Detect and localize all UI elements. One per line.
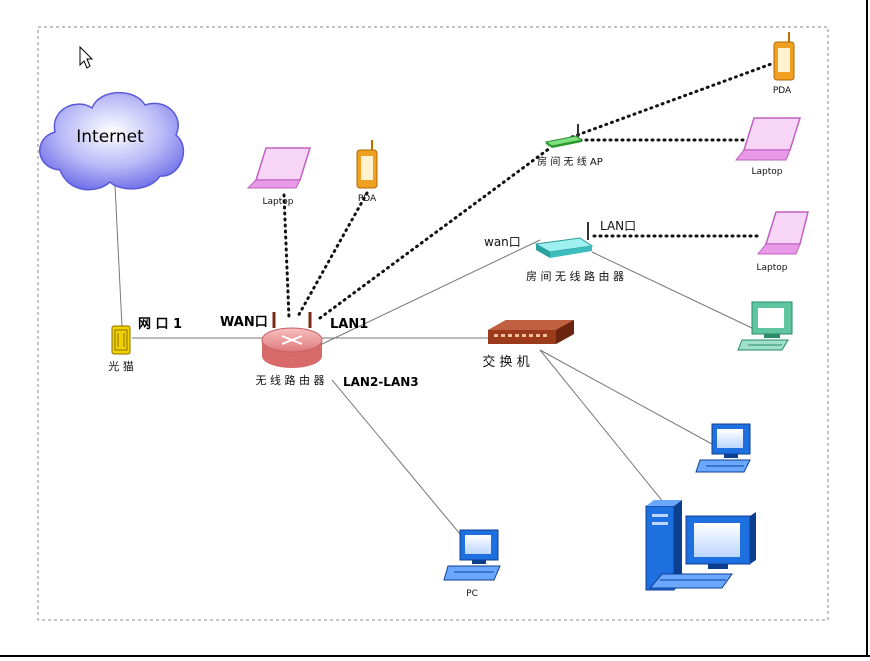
wifi-link-pda-mid bbox=[295, 191, 369, 320]
laptop-icon bbox=[756, 211, 809, 255]
router-room-router-link bbox=[319, 239, 541, 346]
router-pc-link bbox=[331, 379, 471, 547]
switch-pc-link-2 bbox=[539, 349, 669, 509]
router-lan23-label: LAN2-LAN3 bbox=[343, 375, 419, 389]
internet-cloud-icon bbox=[39, 91, 185, 191]
router-wan-label: WAN口 bbox=[220, 315, 268, 330]
router-lan1-label: LAN1 bbox=[330, 317, 368, 332]
room-router-icon bbox=[534, 222, 594, 258]
computer-icon bbox=[443, 529, 501, 581]
connections bbox=[114, 184, 753, 547]
modem-label: 光 猫 bbox=[108, 359, 134, 373]
router-label: 无 线 路 由 器 bbox=[256, 373, 325, 387]
computer-icon bbox=[695, 423, 751, 473]
laptop-label-ap: Laptop bbox=[752, 167, 783, 177]
internet-modem-link bbox=[114, 184, 123, 328]
pda-label-mid: PDA bbox=[358, 194, 377, 204]
internet-label: Internet bbox=[76, 127, 144, 147]
room-router-lan-label: LAN口 bbox=[600, 219, 636, 233]
room-router-label: 房 间 无 线 路 由 器 bbox=[526, 269, 624, 283]
wifi-link-ap-pda bbox=[570, 58, 784, 139]
wireless-router-icon bbox=[261, 312, 323, 368]
computer-icon bbox=[737, 301, 793, 351]
room-router-pc-link bbox=[591, 251, 753, 329]
wifi-link-ap bbox=[318, 146, 552, 320]
diagram-frame bbox=[37, 26, 829, 621]
laptop-icon bbox=[246, 147, 312, 189]
wifi-link-laptop-left bbox=[282, 193, 291, 320]
ap-label: 房 间 无 线 AP bbox=[537, 155, 603, 168]
port1-label: 网 口 1 bbox=[138, 317, 182, 332]
laptop-label-left: Laptop bbox=[263, 197, 294, 207]
window-bottom-border bbox=[0, 655, 870, 657]
wireless-links bbox=[282, 58, 784, 320]
pda-label-top: PDA bbox=[773, 86, 792, 96]
pc-label: PC bbox=[466, 589, 478, 599]
switch-pc-link-1 bbox=[539, 349, 713, 445]
modem-icon bbox=[111, 325, 131, 355]
wireless-ap-icon bbox=[544, 124, 584, 148]
pda-icon bbox=[773, 32, 795, 81]
workstation-icon bbox=[645, 500, 756, 591]
switch-icon bbox=[488, 320, 574, 344]
laptop-label-room: Laptop bbox=[757, 263, 788, 273]
window-right-border bbox=[866, 0, 868, 656]
laptop-icon bbox=[734, 117, 802, 161]
pda-icon bbox=[356, 140, 378, 189]
room-router-wan-label: wan口 bbox=[484, 235, 521, 249]
switch-label: 交 换 机 bbox=[482, 354, 529, 370]
mouse-pointer-icon bbox=[79, 45, 94, 69]
